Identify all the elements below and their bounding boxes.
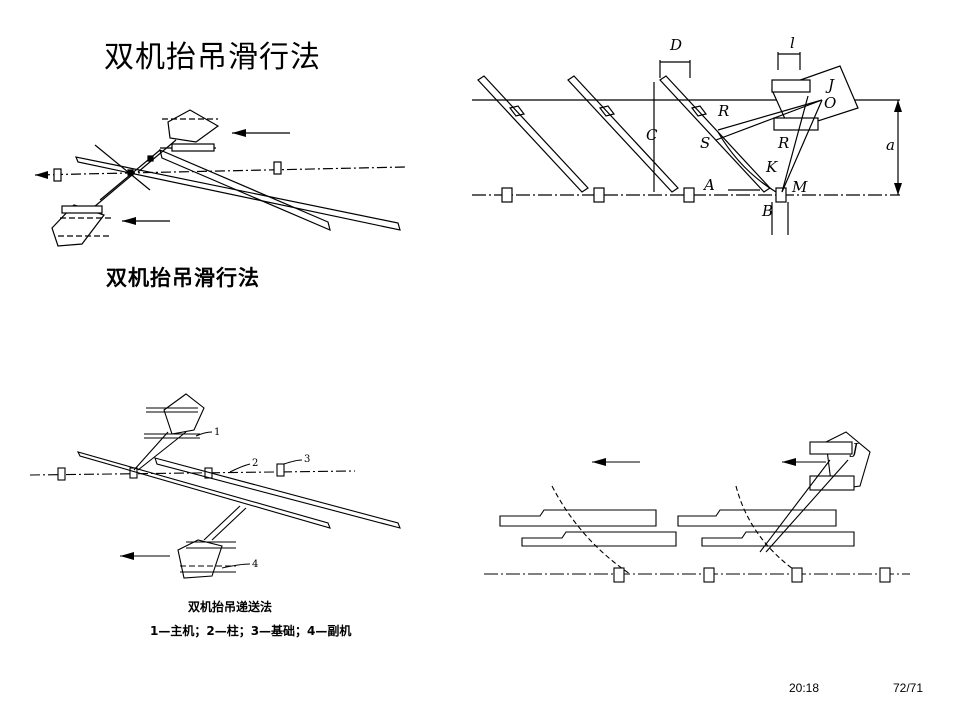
slide-title: 双机抬吊滑行法 bbox=[104, 40, 321, 75]
label-3: 3 bbox=[304, 454, 310, 465]
label-l: l bbox=[790, 34, 795, 52]
label-J: J bbox=[825, 76, 835, 94]
label-J-bottom: J bbox=[849, 440, 859, 458]
label-D: D bbox=[669, 36, 682, 54]
diagram-sliding-method bbox=[34, 109, 406, 247]
label-B: B bbox=[761, 202, 773, 220]
label-O: O bbox=[824, 94, 836, 112]
caption-sliding-method: 双机抬吊滑行法 bbox=[106, 266, 260, 290]
footer-page-number: 72/71 bbox=[893, 681, 924, 695]
label-K: K bbox=[765, 158, 778, 176]
footer-time: 20:18 bbox=[789, 681, 820, 695]
diagram-geometry: D l J O R C S R K a A M B bbox=[472, 34, 902, 235]
caption-transfer-method: 双机抬吊递送法 bbox=[187, 600, 272, 614]
label-2: 2 bbox=[252, 458, 258, 469]
diagram-transfer-method: 1 2 3 4 bbox=[29, 393, 401, 579]
label-C: C bbox=[646, 126, 658, 144]
label-A: A bbox=[702, 176, 715, 194]
diagram-sliding-rotation: J bbox=[484, 431, 910, 583]
label-S: S bbox=[700, 134, 710, 152]
label-M: M bbox=[791, 178, 808, 196]
label-4: 4 bbox=[252, 559, 258, 570]
label-a: a bbox=[886, 136, 895, 154]
label-R-lower: R bbox=[777, 134, 789, 152]
label-R-upper: R bbox=[717, 102, 729, 120]
caption-legend: 1—主机；2—柱；3—基础；4—副机 bbox=[150, 624, 352, 638]
label-1: 1 bbox=[214, 427, 220, 438]
